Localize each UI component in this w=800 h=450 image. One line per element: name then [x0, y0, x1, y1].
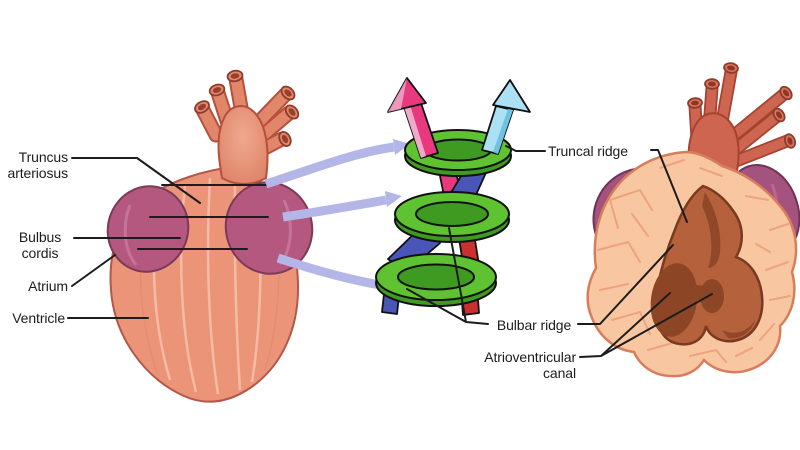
transform-arrow-icon-top [264, 139, 410, 189]
truncus-trunk [217, 105, 269, 185]
pointer-lines [67, 145, 713, 358]
label-truncal-ridge: Truncal ridge [548, 143, 628, 159]
pulmonary-flow-arrow-icon [387, 77, 439, 159]
segment-level-lines [137, 184, 271, 250]
label-bulbus-cordis: Bulbus cordis [18, 229, 62, 261]
vessel-openings [194, 69, 300, 147]
middle-ring [394, 191, 510, 243]
left-heart-illustration [106, 69, 314, 403]
truncal-ridge-right-line [650, 149, 688, 223]
label-ventricle: Ventricle [12, 310, 65, 326]
right-heart-illustration [586, 62, 800, 378]
aortic-arch-vessels [194, 69, 300, 185]
atrium-pointer-line [71, 254, 116, 287]
wall-crackle-texture [597, 159, 791, 363]
right-vessel-openings [687, 62, 797, 149]
bulbar-ridge-left-lines [406, 227, 489, 325]
transform-arrow-icon-middle [282, 191, 402, 222]
bulbar-ridge-right-line [577, 244, 674, 325]
av-canal-lines [579, 292, 713, 358]
interior-dark-regions [650, 192, 755, 339]
label-bulbar-ridge: Bulbar ridge [496, 317, 572, 333]
truncal-ridge-left-line [505, 145, 546, 152]
bulbar-ring [375, 253, 497, 307]
label-atrioventricular-canal: Atrioventricular canal [484, 349, 576, 381]
label-atrium: Atrium [28, 278, 68, 294]
spiral-septation-diagram [375, 77, 531, 316]
truncus-pointer-line [71, 157, 201, 204]
label-truncus-arteriosus: Truncus arteriosus [7, 149, 69, 181]
aortic-flow-arrow-icon [481, 79, 531, 155]
